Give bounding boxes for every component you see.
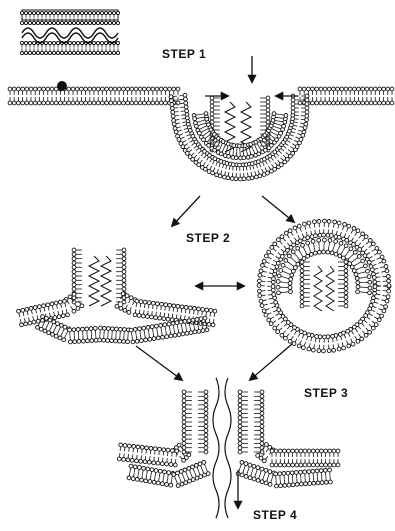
step3-label: STEP 3 — [304, 386, 348, 400]
stacked-bilayer-inset — [20, 10, 119, 55]
plasma-membrane-bilayer — [8, 87, 394, 181]
docking-particle — [57, 81, 67, 91]
arrow-to-right-intermediate — [262, 196, 294, 222]
arrow-to-left-intermediate — [172, 196, 200, 226]
closed-vesicle-intermediate — [257, 219, 391, 353]
arrow-left-to-step3 — [136, 346, 182, 380]
open-fusion-intermediate — [17, 248, 217, 344]
step2-label: STEP 2 — [186, 231, 230, 245]
step4-label: STEP 4 — [253, 508, 297, 522]
arrow-right-to-step3 — [250, 344, 292, 380]
step1-label: STEP 1 — [162, 47, 206, 61]
